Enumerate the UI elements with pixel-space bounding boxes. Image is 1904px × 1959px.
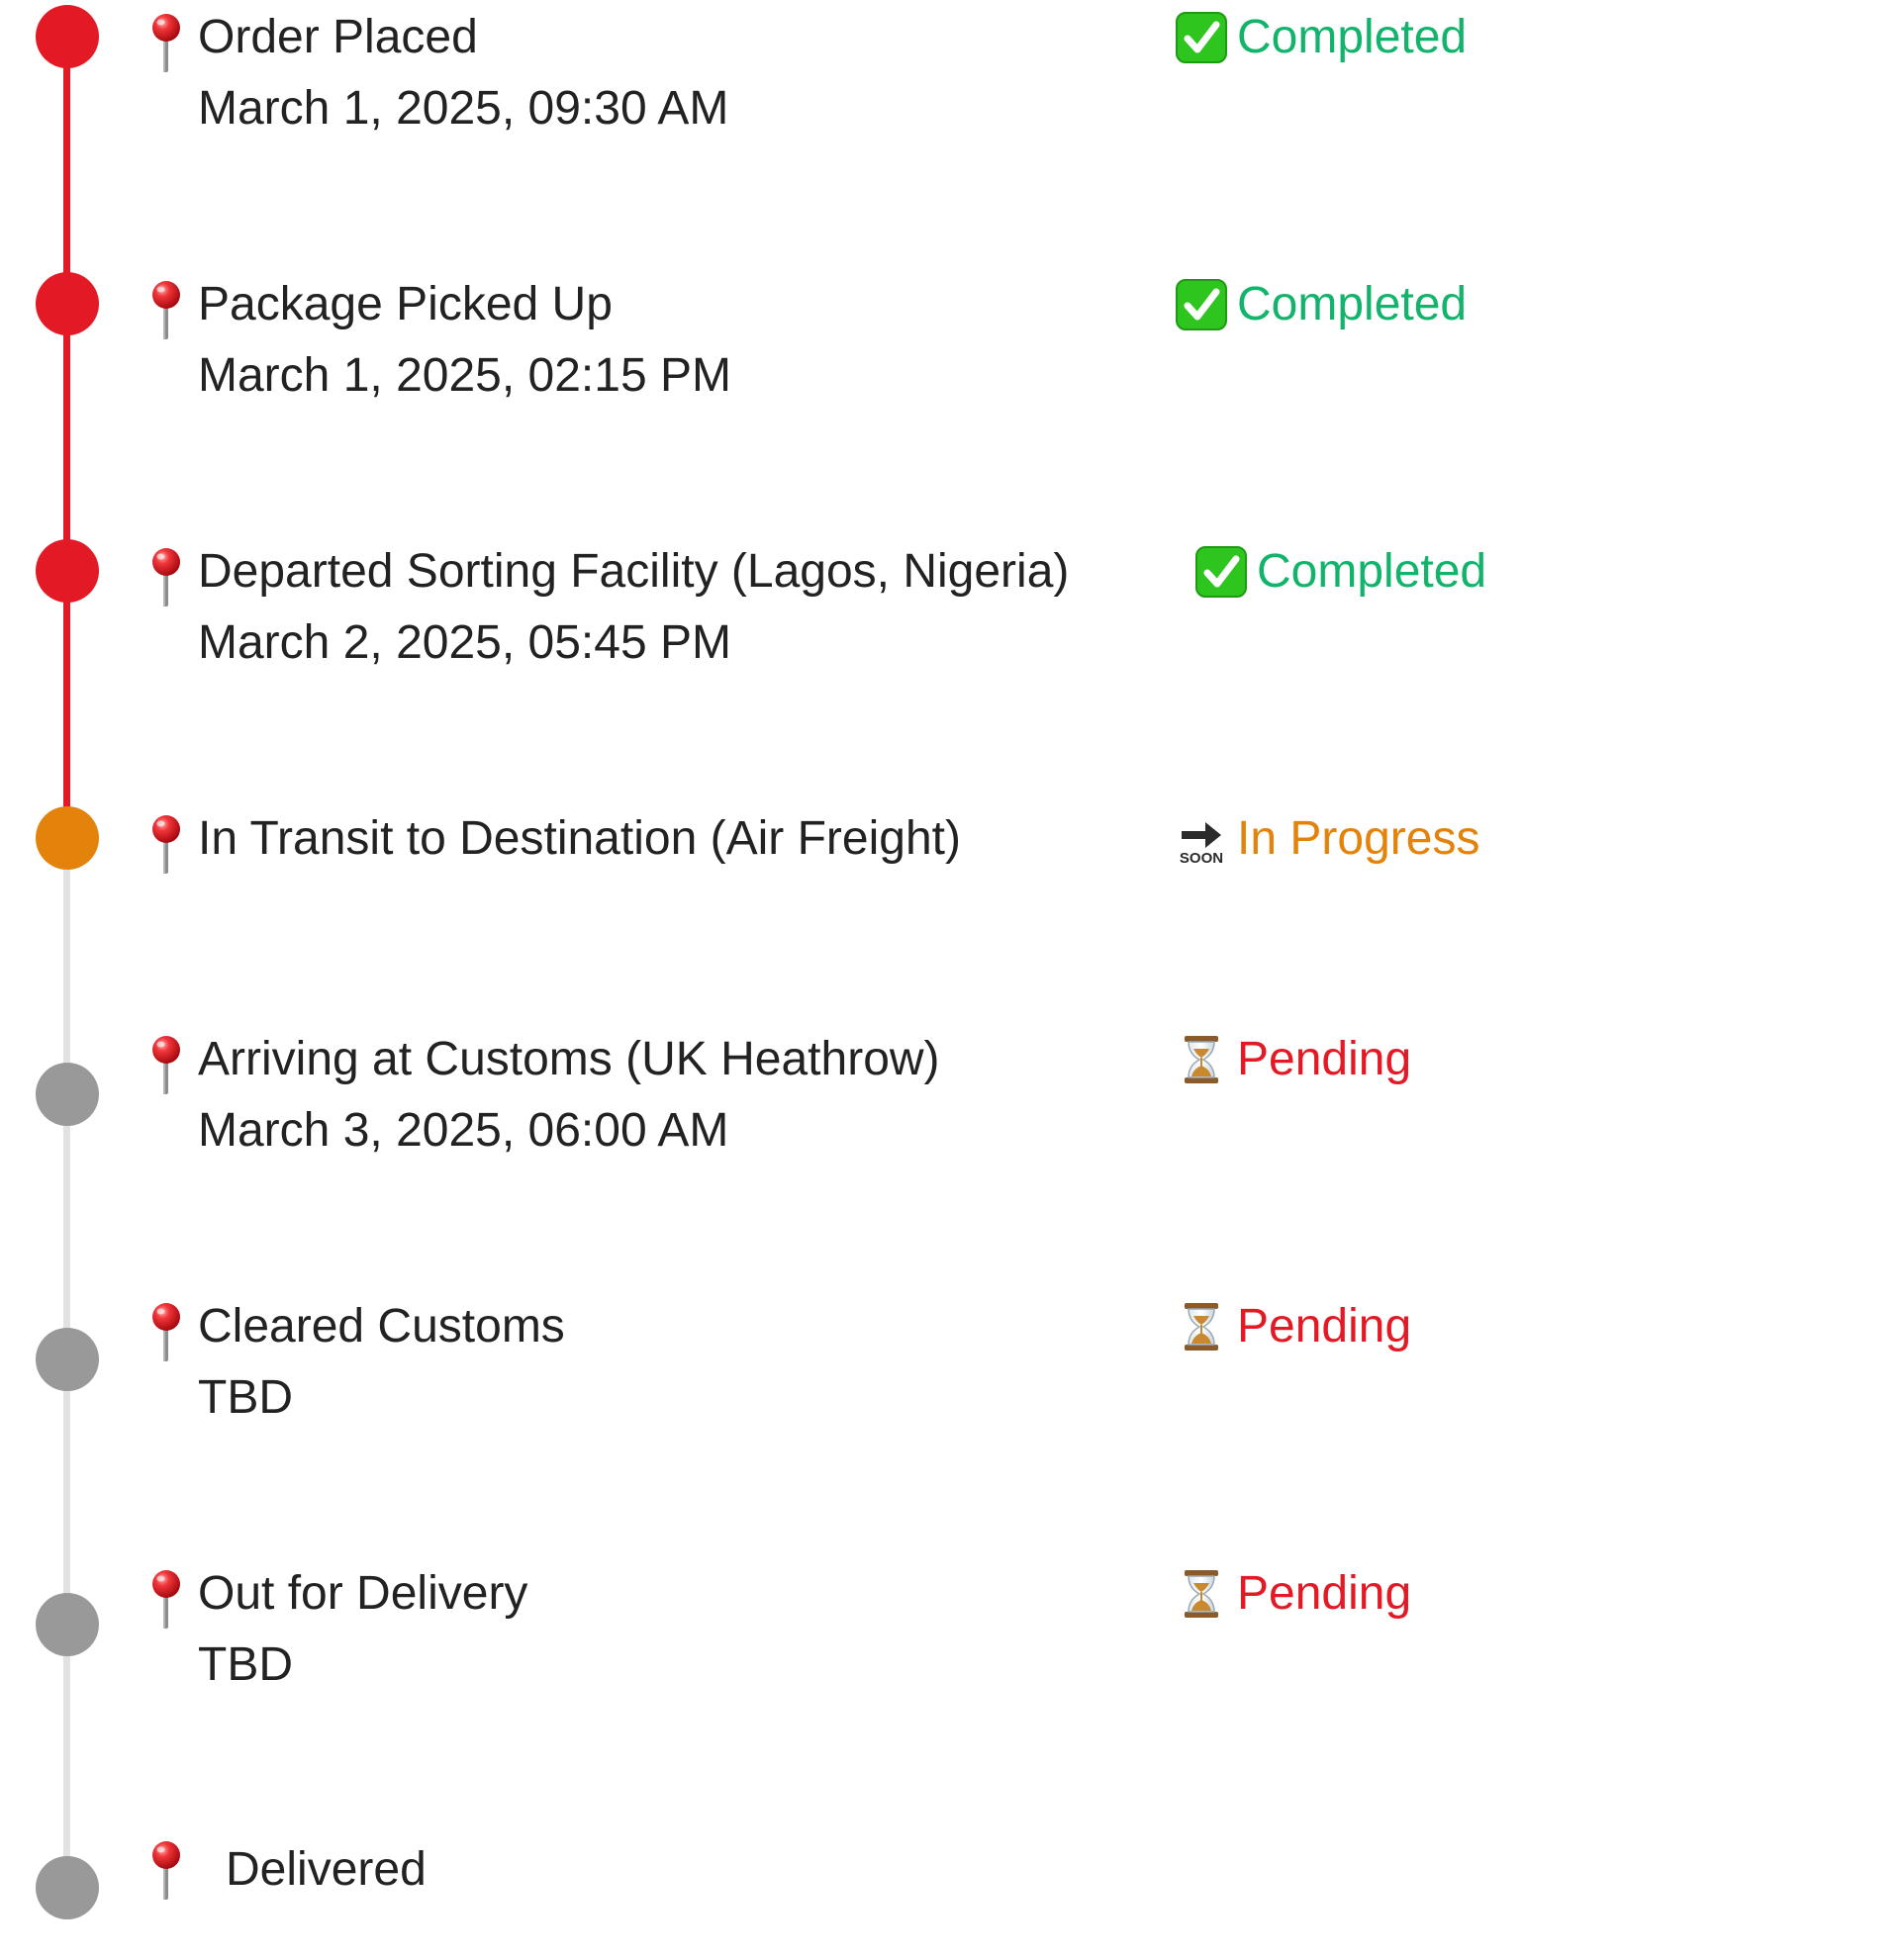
step-title: Order Placed bbox=[198, 11, 478, 63]
pushpin-icon bbox=[146, 547, 186, 608]
step-title: Package Picked Up bbox=[198, 278, 613, 330]
timeline-step-order-placed: Order Placed March 1, 2025, 09:30 AM Com… bbox=[0, 5, 1904, 135]
tracking-timeline: Order Placed March 1, 2025, 09:30 AM Com… bbox=[0, 5, 1904, 1919]
step-title: Delivered bbox=[226, 1843, 427, 1896]
timeline-step-out-for-delivery: Out for Delivery TBD Pending bbox=[0, 1561, 1904, 1691]
step-dot-completed bbox=[36, 272, 99, 335]
timeline-step-arriving-at-customs: Arriving at Customs (UK Heathrow) March … bbox=[0, 1027, 1904, 1157]
step-dot-completed bbox=[36, 539, 99, 603]
pushpin-icon bbox=[146, 1035, 186, 1096]
status-label: Completed bbox=[1237, 11, 1468, 63]
step-title: Departed Sorting Facility (Lagos, Nigeri… bbox=[198, 545, 1070, 598]
step-date: TBD bbox=[198, 1638, 293, 1691]
step-dot-pending bbox=[36, 1593, 99, 1656]
step-dot-pending bbox=[36, 1856, 99, 1919]
status-label: Completed bbox=[1257, 545, 1487, 598]
status-label: Pending bbox=[1237, 1300, 1412, 1353]
step-date: TBD bbox=[198, 1371, 293, 1424]
status-label: Pending bbox=[1237, 1033, 1412, 1085]
step-dot-in-progress bbox=[36, 806, 99, 870]
pushpin-icon bbox=[146, 13, 186, 74]
timeline-line-completed bbox=[63, 34, 70, 835]
soon-arrow-icon bbox=[1176, 813, 1227, 865]
pushpin-icon bbox=[146, 1840, 186, 1902]
pushpin-icon bbox=[146, 280, 186, 341]
step-status: Completed bbox=[1176, 8, 1467, 67]
step-date: March 1, 2025, 09:30 AM bbox=[198, 82, 729, 135]
status-label: Pending bbox=[1237, 1567, 1412, 1620]
timeline-step-departed-sorting-facility: Departed Sorting Facility (Lagos, Nigeri… bbox=[0, 539, 1904, 669]
step-date: March 2, 2025, 05:45 PM bbox=[198, 616, 731, 669]
step-dot-pending bbox=[36, 1063, 99, 1126]
pushpin-icon bbox=[146, 1302, 186, 1363]
check-mark-icon bbox=[1176, 12, 1227, 63]
step-title: Arriving at Customs (UK Heathrow) bbox=[198, 1033, 940, 1085]
hourglass-icon bbox=[1176, 1301, 1227, 1353]
pushpin-icon bbox=[146, 814, 186, 876]
step-title: Out for Delivery bbox=[198, 1567, 528, 1620]
step-dot-pending bbox=[36, 1328, 99, 1391]
timeline-step-delivered: Delivered bbox=[0, 1840, 1904, 1959]
step-status: Pending bbox=[1176, 1564, 1411, 1624]
step-title: Cleared Customs bbox=[198, 1300, 565, 1353]
timeline-step-cleared-customs: Cleared Customs TBD Pending bbox=[0, 1294, 1904, 1424]
step-status: Pending bbox=[1176, 1030, 1411, 1089]
step-title: In Transit to Destination (Air Freight) bbox=[198, 812, 961, 865]
step-status: In Progress bbox=[1176, 809, 1479, 869]
status-label: In Progress bbox=[1237, 812, 1480, 865]
step-status: Pending bbox=[1176, 1297, 1411, 1356]
hourglass-icon bbox=[1176, 1034, 1227, 1085]
step-status: Completed bbox=[1195, 542, 1486, 602]
step-dot-completed bbox=[36, 5, 99, 68]
check-mark-icon bbox=[1176, 279, 1227, 330]
hourglass-icon bbox=[1176, 1568, 1227, 1620]
check-mark-icon bbox=[1195, 546, 1247, 598]
pushpin-icon bbox=[146, 1569, 186, 1631]
timeline-step-in-transit: In Transit to Destination (Air Freight) … bbox=[0, 806, 1904, 925]
timeline-step-package-picked-up: Package Picked Up March 1, 2025, 02:15 P… bbox=[0, 272, 1904, 402]
step-status: Completed bbox=[1176, 275, 1467, 334]
step-date: March 1, 2025, 02:15 PM bbox=[198, 349, 731, 402]
step-date: March 3, 2025, 06:00 AM bbox=[198, 1104, 729, 1157]
status-label: Completed bbox=[1237, 278, 1468, 330]
